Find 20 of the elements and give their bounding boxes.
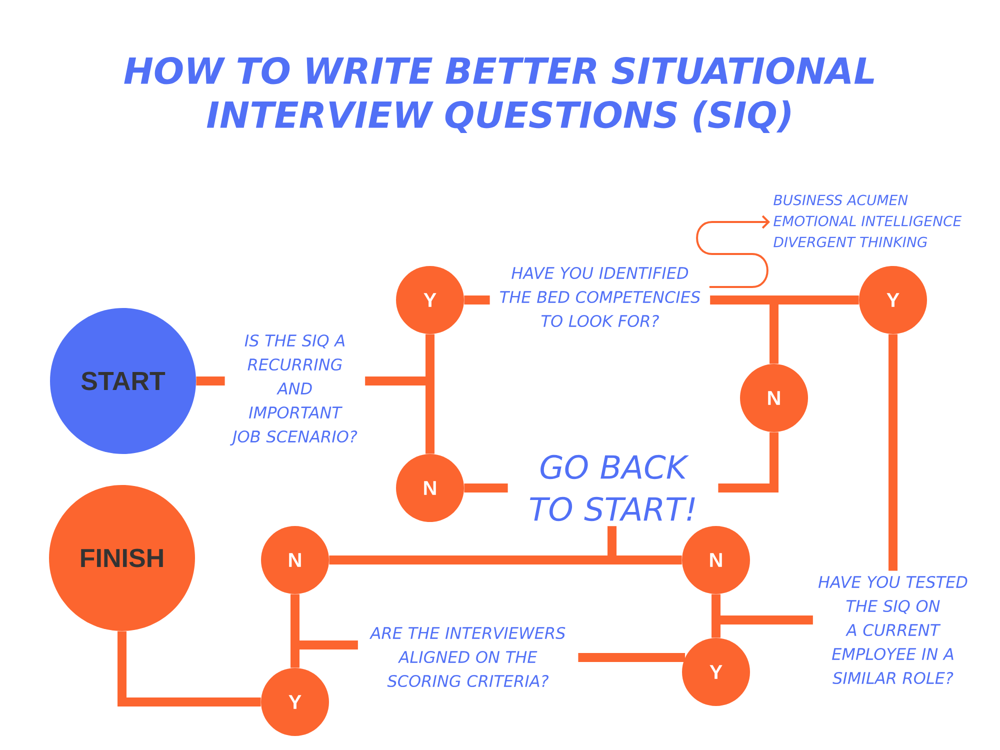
question-text: IS THE SIQ A RECURRING AND IMPORTANT JOB SCENARIO? xyxy=(230,334,358,446)
competency-list: BUSINESS ACUMEN EMOTIONAL INTELLIGENCE DIVERGENT THINKING xyxy=(774,194,962,248)
question-text: HAVE YOU IDENTIFIED THE BED COMPETENCIES TO LOOK FOR? xyxy=(500,266,700,328)
connector-line xyxy=(329,526,616,564)
connector-line xyxy=(118,631,261,706)
connector-line xyxy=(464,484,508,492)
question-text: ARE THE INTERVIEWERS ALIGNED ON THE SCORING CRITERIA? xyxy=(369,626,566,688)
go-back-text: GO BACK TO START! xyxy=(530,454,695,522)
connector-line xyxy=(464,296,490,304)
connector-line xyxy=(712,616,813,638)
connector-line xyxy=(710,296,778,364)
connector-line xyxy=(196,376,225,386)
connector-line xyxy=(365,376,434,454)
connector-line xyxy=(718,432,778,492)
connector-line xyxy=(888,334,898,571)
arrow xyxy=(696,215,770,288)
connector-line xyxy=(290,640,358,668)
question-text: HAVE YOU TESTED THE SIQ ON A CURRENT EMPLOYEE IN A SIMILAR ROLE? xyxy=(818,576,968,684)
title: HOW TO WRITE BETTER SITUATIONAL INTERVIEW QUESTIONS (SIQ) xyxy=(124,57,874,133)
connector-line xyxy=(578,653,686,662)
